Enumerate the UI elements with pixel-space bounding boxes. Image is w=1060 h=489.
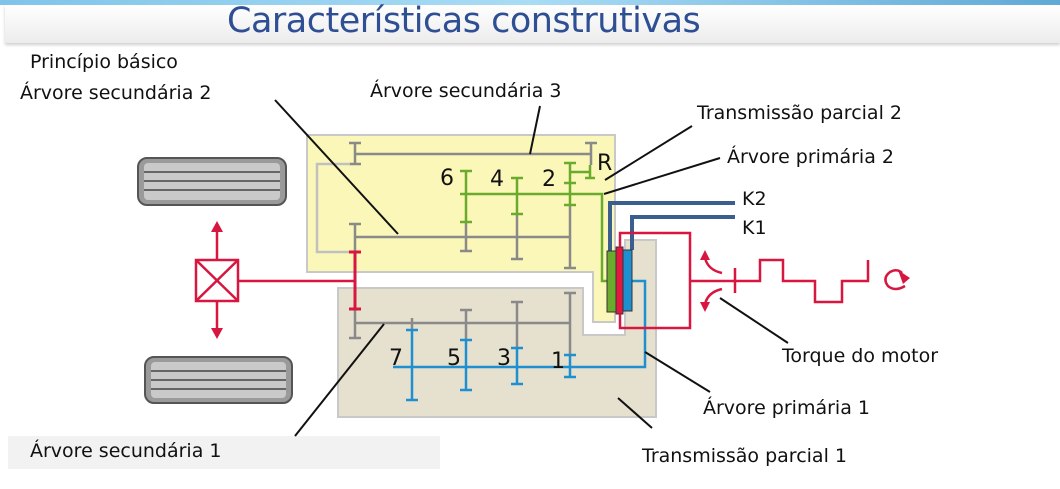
- k2-label: K2: [742, 188, 767, 210]
- gear-4-label: 4: [490, 167, 504, 192]
- leader-lines: [274, 99, 789, 437]
- primary-shaft-2: [460, 161, 608, 283]
- rotation-arrowhead-icon: [898, 270, 910, 284]
- gear-2-label: 2: [542, 167, 556, 192]
- partial-transmission-1-housing: [337, 239, 657, 418]
- differential-icon: [194, 230, 355, 330]
- gear-1-label: 1: [551, 349, 565, 374]
- gear-r-label: R: [597, 151, 612, 176]
- header-accent-strip: [0, 0, 1060, 5]
- primary-shaft-1-label: Árvore primária 1: [703, 396, 870, 419]
- arrow-down-icon: [700, 302, 710, 312]
- gear-3-label: 3: [497, 346, 511, 371]
- primary-shaft-2-label: Árvore primária 2: [727, 145, 894, 168]
- arrow-up-icon: [211, 221, 223, 232]
- k2-control-line: [608, 201, 735, 252]
- tire-bottom-icon: [144, 356, 293, 404]
- footer-band: [8, 436, 440, 469]
- partial-transmission-1-label: Transmissão parcial 1: [641, 445, 847, 467]
- secondary-shaft-2-label: Árvore secundária 2: [20, 81, 211, 104]
- output-gear-link: [349, 250, 361, 311]
- clutch-k2-plate: [606, 250, 617, 313]
- engine-torque-label: Torque do motor: [781, 345, 938, 367]
- partial-transmission-2-label: Transmissão parcial 2: [696, 102, 902, 124]
- secondary-shaft-1-label: Árvore secundária 1: [30, 439, 221, 462]
- tire-top-icon: [137, 157, 287, 206]
- k1-control-line: [630, 215, 735, 250]
- slide-title: Características construtivas: [227, 1, 701, 41]
- arrow-down-icon: [211, 328, 223, 339]
- primary-shaft-1: [393, 279, 647, 402]
- engine-crankshaft: [690, 258, 870, 304]
- secondary-shafts: [349, 141, 597, 355]
- gear-6-label: 6: [440, 166, 454, 191]
- clutch-drive-plate: [615, 246, 624, 315]
- principle-label: Princípio básico: [30, 51, 178, 73]
- secondary-shaft-3-label: Árvore secundária 3: [370, 79, 561, 102]
- k1-label: K1: [742, 217, 767, 239]
- gear-7-label: 7: [389, 346, 403, 371]
- title-bar: Características construtivas: [5, 1, 1060, 43]
- clutch-k1-plate: [622, 249, 633, 312]
- arrow-up-icon: [700, 250, 710, 260]
- gear-5-label: 5: [447, 346, 461, 371]
- partial-transmission-2-housing: [306, 134, 616, 323]
